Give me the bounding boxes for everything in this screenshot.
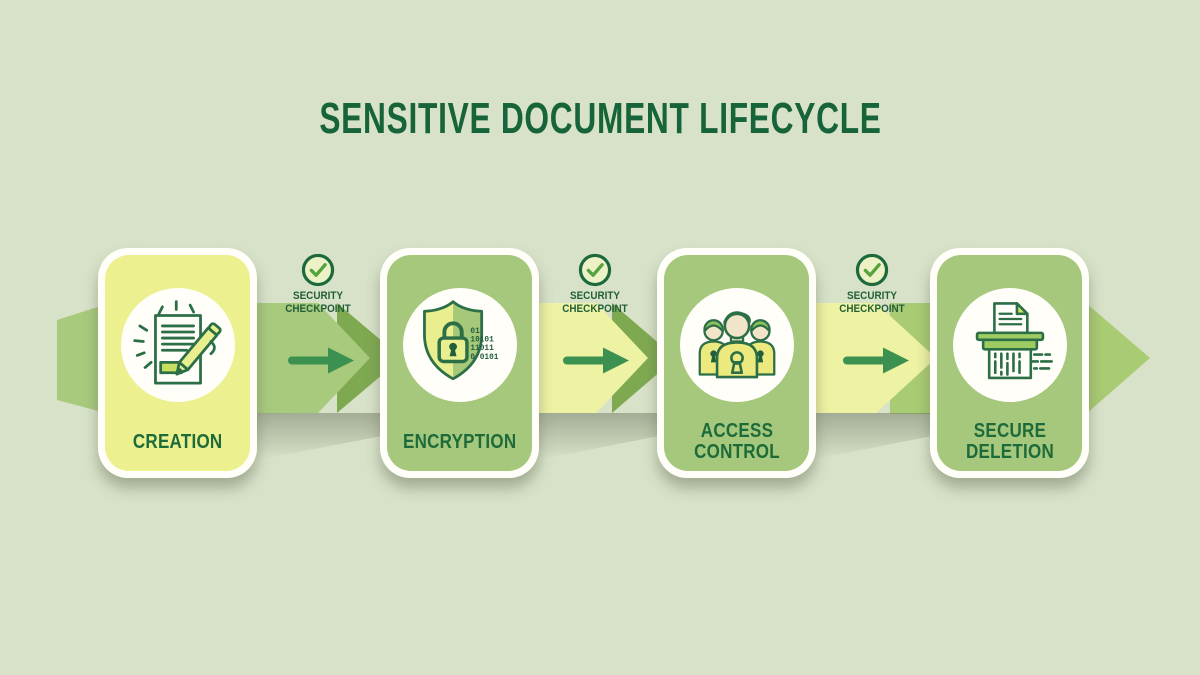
- folded-corner: [1015, 302, 1029, 316]
- security-checkpoint-3: SECURITY CHECKPOINT: [817, 253, 927, 315]
- security-checkpoint-1: SECURITY CHECKPOINT: [263, 253, 373, 315]
- check-circle-icon: [855, 253, 889, 287]
- binary-code-text: 0 0101: [470, 354, 498, 362]
- people-keyhole-icon: [698, 311, 775, 379]
- keyhole: [448, 342, 457, 351]
- flying-dashes: [1030, 353, 1053, 370]
- stage-label: CREATION: [132, 430, 223, 453]
- stage-card-creation: CREATION: [98, 248, 257, 478]
- icon-circle: [679, 288, 794, 402]
- icon-circle: [952, 288, 1067, 402]
- squiggle: [209, 340, 216, 356]
- band-shadow-2: [537, 413, 659, 460]
- lock-shackle: [441, 321, 464, 341]
- binary-code-text: 10101: [470, 337, 494, 345]
- stage-card-secure-deletion: SECURE DELETION: [930, 248, 1089, 478]
- person-center: [715, 311, 758, 379]
- stage-card-access-control: ACCESS CONTROL: [657, 248, 816, 478]
- band-shadow-3: [811, 413, 932, 460]
- right-arrow-icon: [843, 347, 909, 374]
- icon-circle: [120, 288, 235, 402]
- checkpoint-label: SECURITY CHECKPOINT: [285, 290, 351, 315]
- icon-circle: 01 10101 11011 0 0101: [402, 288, 517, 402]
- shield-outline: [422, 300, 483, 381]
- pencil: [174, 322, 222, 376]
- sparkle-lines: [132, 300, 195, 369]
- right-arrow-icon: [563, 347, 629, 374]
- binary-code-text: 01: [470, 328, 480, 336]
- person-right: [744, 319, 775, 376]
- right-arrow-icon: [288, 347, 354, 374]
- stage-label: ENCRYPTION: [402, 430, 517, 453]
- check-circle-icon: [578, 253, 612, 287]
- shield-lock-icon: 01 10101 11011 0 0101: [422, 300, 498, 381]
- document-pencil-icon: [132, 300, 222, 385]
- stage-card-encryption: 01 10101 11011 0 0101 ENCRYPTION: [380, 248, 539, 478]
- page-title: SENSITIVE DOCUMENT LIFECYCLE: [318, 94, 882, 143]
- paper-shredder-icon: [975, 302, 1053, 380]
- stage-label: ACCESS CONTROL: [693, 420, 780, 463]
- binary-code-text: 11011: [470, 345, 494, 353]
- stage-label: SECURE DELETION: [965, 420, 1054, 463]
- checkpoint-label: SECURITY CHECKPOINT: [839, 290, 905, 315]
- check-circle-icon: [301, 253, 335, 287]
- checkpoint-label: SECURITY CHECKPOINT: [562, 290, 628, 315]
- security-checkpoint-2: SECURITY CHECKPOINT: [540, 253, 650, 315]
- band-shadow-1: [257, 413, 382, 460]
- shred-strips: [993, 352, 1021, 376]
